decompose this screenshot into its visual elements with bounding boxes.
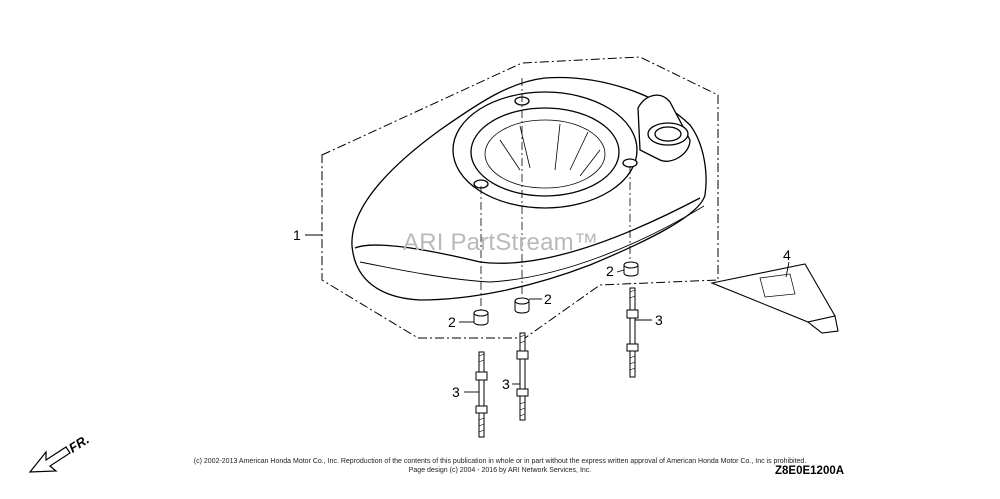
page-design-line: Page design (c) 2004 - 2016 by ARI Netwo… [408, 467, 592, 474]
label-plate-part-4 [710, 263, 839, 334]
front-arrow-icon [28, 446, 71, 473]
diagram-code: Z8E0E1200A [775, 465, 845, 477]
callout-2: 2 [544, 291, 552, 307]
leader-lines [305, 234, 790, 393]
callout-2: 2 [448, 314, 456, 330]
center-lines [480, 78, 631, 310]
fan-cover [351, 76, 707, 301]
callout-1: 1 [293, 227, 301, 243]
watermark: ARI PartStream™ [403, 229, 599, 256]
callout-4: 4 [783, 247, 791, 263]
nut-part-2 [473, 261, 639, 326]
stud-threads [478, 289, 636, 433]
callout-2: 2 [606, 263, 614, 279]
assembly-boundary [321, 56, 719, 339]
copyright-notice: (c) 2002-2013 American Honda Motor Co., … [0, 457, 1000, 475]
callout-3: 3 [502, 376, 510, 392]
callout-3: 3 [452, 384, 460, 400]
copyright-line: (c) 2002-2013 American Honda Motor Co., … [193, 458, 807, 465]
stud-part-3 [475, 287, 639, 438]
callout-3: 3 [655, 312, 663, 328]
